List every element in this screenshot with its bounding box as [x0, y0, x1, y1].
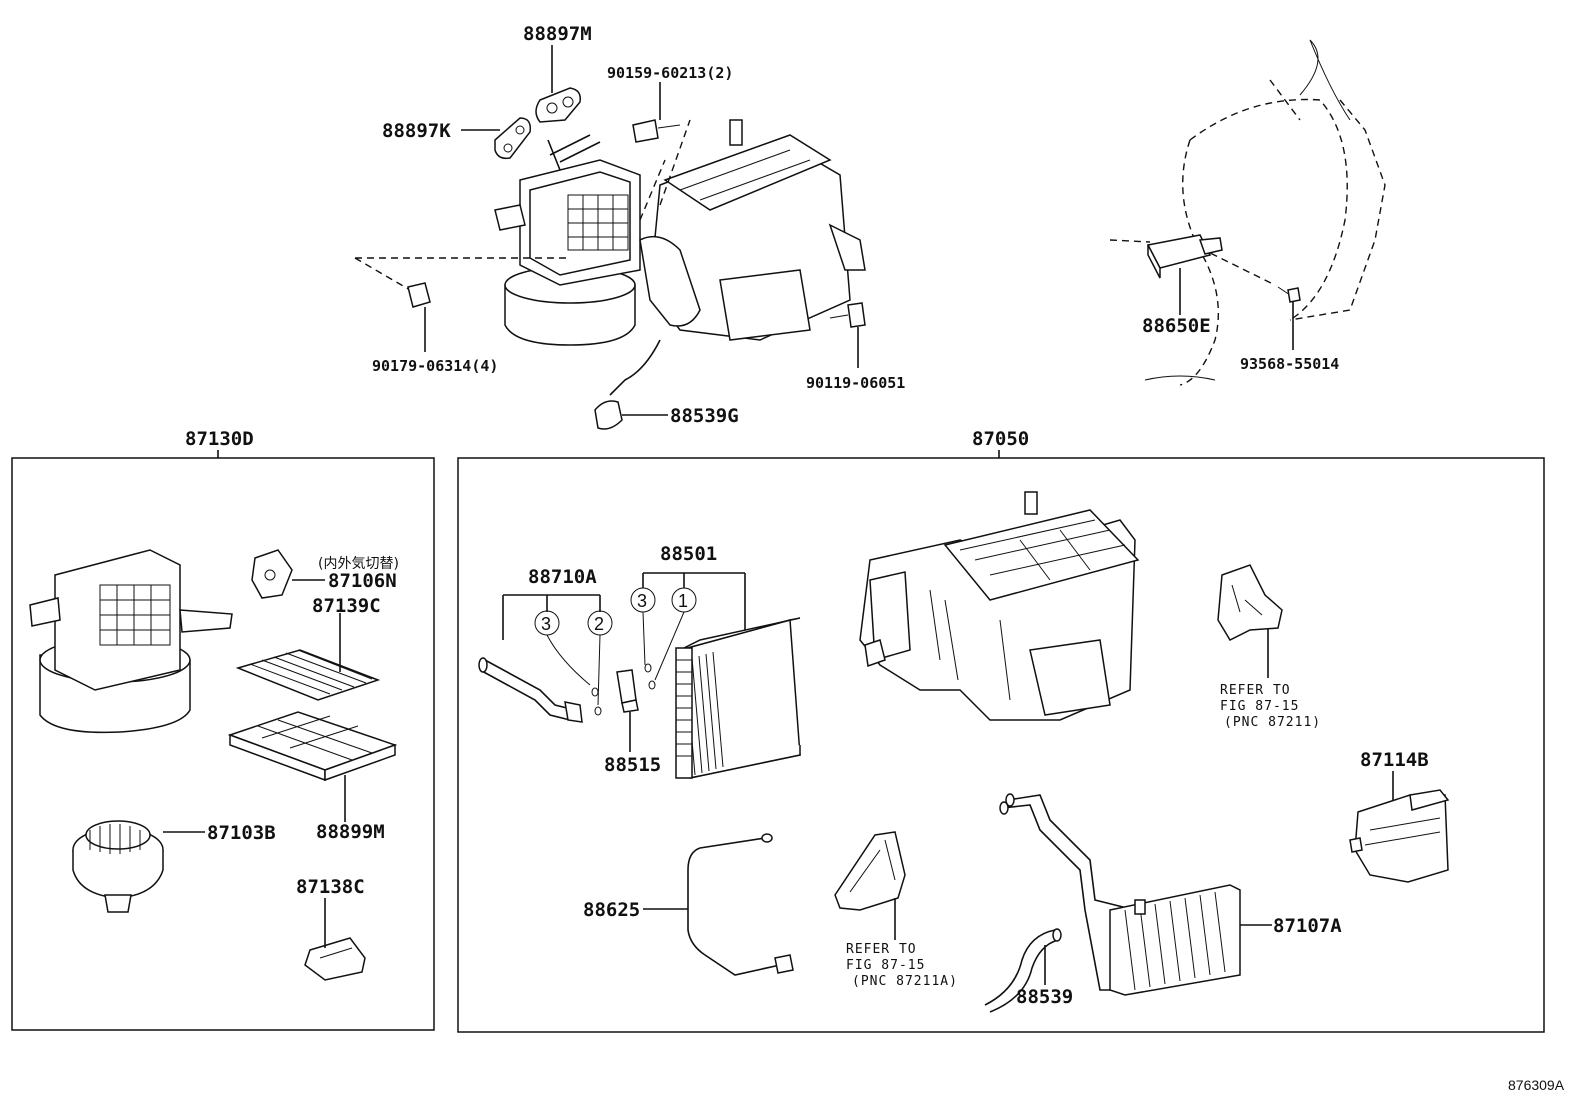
- callout-3-right: 3: [630, 587, 656, 613]
- label-87106N-note: (内外気切替): [318, 556, 399, 572]
- diagram-code: 876309A: [1508, 1077, 1565, 1093]
- duct-87211A-illustration: [834, 831, 906, 911]
- label-87139C: 87139C: [312, 595, 381, 617]
- heater-case-87050-illustration: [859, 491, 1140, 721]
- label-88539: 88539: [1016, 986, 1073, 1008]
- callout-1: 1: [671, 587, 697, 613]
- evaporator-88501-illustration: [675, 617, 801, 779]
- svg-text:2: 2: [594, 614, 604, 634]
- refer-note-87211A-line3: (PNC 87211A): [852, 974, 958, 989]
- label-87103B: 87103B: [207, 822, 276, 844]
- duct-87211-illustration: [1217, 564, 1283, 641]
- actuator-87106N-illustration: [251, 549, 293, 599]
- label-93568-55014: 93568-55014: [1240, 355, 1339, 373]
- label-88501: 88501: [660, 543, 717, 565]
- label-90159-60213: 90159-60213(2): [607, 64, 733, 82]
- heater-core-87107A-illustration: [999, 793, 1241, 996]
- refer-note-87211-line3: (PNC 87211): [1224, 715, 1321, 730]
- refer-note-87211-line1: REFER TO: [1220, 683, 1291, 698]
- svg-text:1: 1: [678, 591, 688, 611]
- vehicle-body-outline-illustration: [1144, 39, 1386, 386]
- label-87138C: 87138C: [296, 876, 365, 898]
- label-88897K: 88897K: [382, 120, 451, 142]
- refer-note-87211A-line2: FIG 87-15: [846, 958, 925, 973]
- hvac-unit-assembly-illustration: [494, 119, 866, 396]
- resistor-87138C-illustration: [304, 937, 366, 981]
- refer-note-87211-line2: FIG 87-15: [1220, 699, 1299, 714]
- screw-93568-illustration: [1277, 286, 1301, 303]
- callout-2: 2: [587, 610, 613, 636]
- bolt-90119-illustration: [829, 302, 866, 328]
- label-88899M: 88899M: [316, 821, 385, 843]
- grommet-88539G-illustration: [594, 400, 623, 430]
- filter-87139C-illustration: [235, 649, 381, 701]
- label-87130D: 87130D: [185, 428, 254, 450]
- svg-text:3: 3: [541, 614, 551, 634]
- grommet-88897M-illustration: [535, 87, 582, 123]
- blower-unit-illustration: [29, 549, 233, 734]
- callout-3-left: 3: [534, 610, 560, 636]
- label-90119-06051: 90119-06051: [806, 374, 905, 392]
- hose-88539-illustration: [984, 928, 1062, 1013]
- label-87106N: 87106N: [328, 570, 397, 592]
- label-87114B: 87114B: [1360, 749, 1429, 771]
- label-88625: 88625: [583, 899, 640, 921]
- nut-90179-illustration: [407, 282, 431, 308]
- label-88515: 88515: [604, 754, 661, 776]
- valve-88515-illustration: [616, 663, 656, 713]
- box-87130D: [11, 457, 435, 1031]
- pipe-88710A-illustration: [478, 657, 602, 723]
- control-unit-88650E-illustration: [1146, 234, 1223, 279]
- filter-case-88899M-illustration: [227, 711, 398, 782]
- refer-note-87211A-line1: REFER TO: [846, 942, 917, 957]
- svg-text:3: 3: [637, 591, 647, 611]
- label-90179-06314: 90179-06314(4): [372, 357, 498, 375]
- grommet-88897K-illustration: [494, 117, 532, 160]
- bolt-90159-illustration: [632, 119, 681, 143]
- label-88650E: 88650E: [1142, 315, 1211, 337]
- label-87107A: 87107A: [1273, 915, 1342, 937]
- sensor-88625-illustration: [687, 833, 794, 976]
- label-87050: 87050: [972, 428, 1029, 450]
- box-87050: [457, 457, 1545, 1033]
- label-88539G: 88539G: [670, 405, 739, 427]
- label-88897M: 88897M: [523, 23, 592, 45]
- blower-motor-87103B-illustration: [72, 820, 164, 913]
- label-88710A: 88710A: [528, 566, 597, 588]
- duct-87114B-illustration: [1349, 789, 1450, 883]
